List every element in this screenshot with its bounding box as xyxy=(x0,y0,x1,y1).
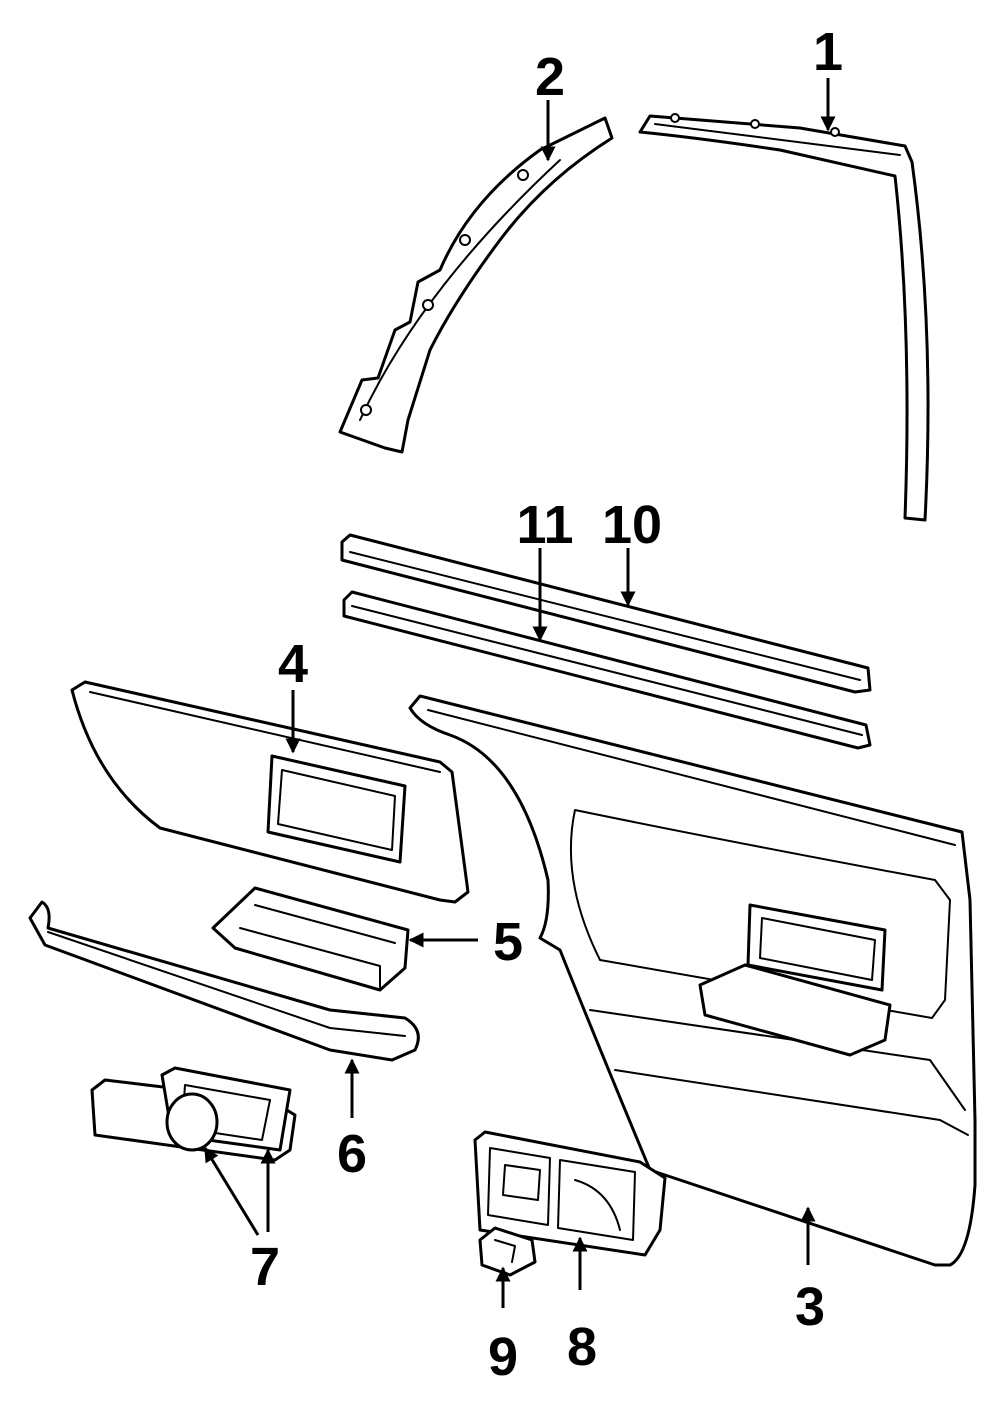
part-7-switch-bezel xyxy=(90,1066,297,1162)
leader-7a xyxy=(203,1146,260,1236)
callout-7: 7 xyxy=(250,1237,280,1297)
callout-labels: 1 2 11 10 4 5 6 7 3 8 9 xyxy=(250,22,843,1387)
part-4-upper-trim-panel xyxy=(70,680,470,904)
leader-lines xyxy=(203,78,836,1308)
callout-11: 11 xyxy=(516,495,573,555)
part-1-frame-molding xyxy=(638,113,930,522)
part-6-armrest-pad xyxy=(28,900,420,1062)
callout-1: 1 xyxy=(813,22,843,82)
callout-2: 2 xyxy=(535,47,565,107)
part-10-belt-strip xyxy=(340,533,872,694)
part-5-pull-cup xyxy=(211,886,410,992)
part-2-pillar-trim xyxy=(338,116,614,454)
part-3-door-trim-panel xyxy=(408,694,977,1267)
callout-10: 10 xyxy=(602,495,662,555)
callout-5: 5 xyxy=(493,912,523,972)
part-9-lock-switch xyxy=(478,1226,537,1277)
callout-3: 3 xyxy=(795,1277,825,1337)
part-11-belt-strip xyxy=(342,590,872,750)
callout-6: 6 xyxy=(337,1124,367,1184)
callout-8: 8 xyxy=(567,1317,597,1377)
callout-9: 9 xyxy=(488,1327,518,1387)
callout-4: 4 xyxy=(278,634,308,694)
